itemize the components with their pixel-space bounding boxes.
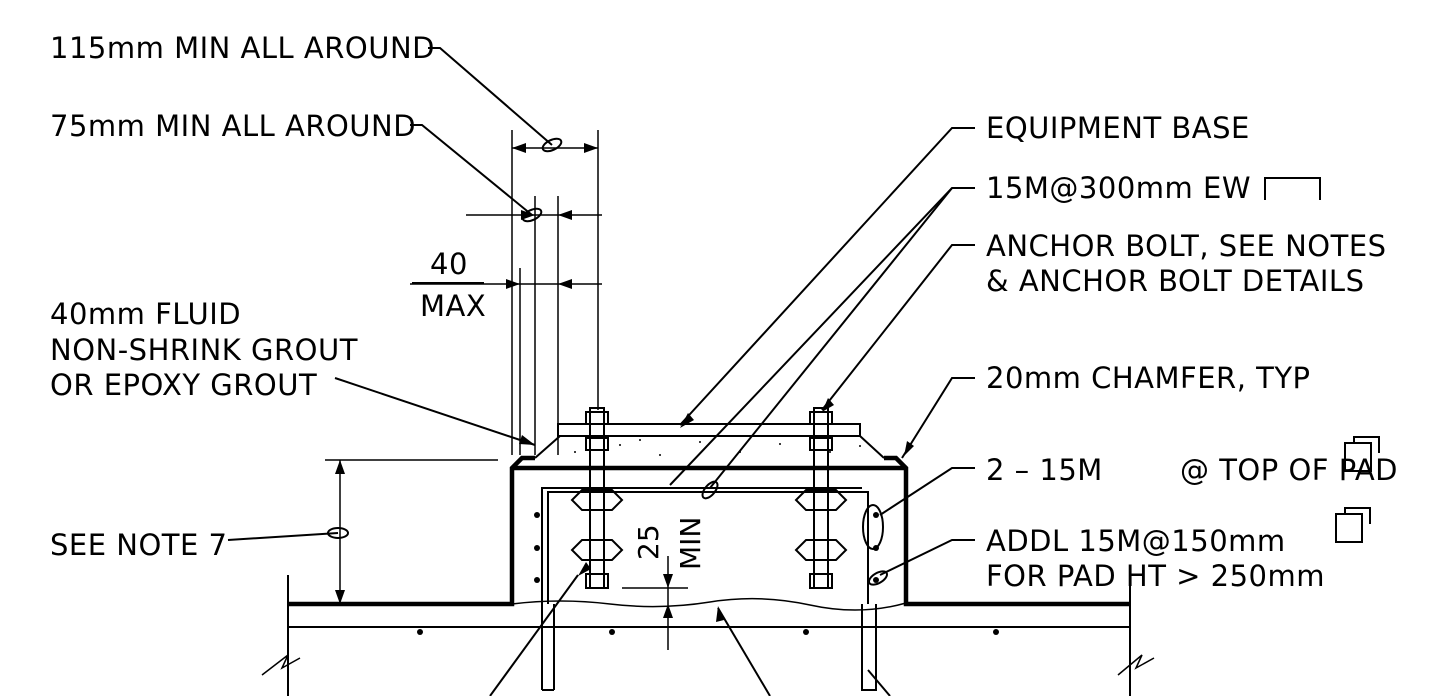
label-addl-2: FOR PAD HT > 250mm: [986, 559, 1326, 593]
label-grout-2: NON-SHRINK GROUT: [50, 333, 358, 367]
dim-40-divider: [412, 282, 484, 284]
dim-25-text: 25: [632, 524, 665, 560]
label-75mm-min: 75mm MIN ALL AROUND: [50, 109, 417, 143]
grout-and-base: [512, 423, 906, 471]
label-dim-max: MAX: [420, 289, 487, 323]
rebar-symbols: [1264, 177, 1380, 543]
label-top-pad-b: @ TOP OF PAD: [1180, 453, 1398, 487]
label-grout-1: 40mm FLUID: [50, 297, 242, 331]
anchor-bolt-right: [794, 407, 848, 589]
label-dim-40: 40: [430, 247, 468, 281]
leader-lines: [227, 47, 975, 696]
reinforcement: [534, 487, 879, 691]
label-see-note-7: SEE NOTE 7: [50, 528, 228, 562]
anchor-bolt-left: [570, 407, 624, 589]
dim-min-text: MIN: [674, 517, 707, 570]
label-anchor-bolt-1: ANCHOR BOLT, SEE NOTES: [986, 229, 1387, 263]
label-anchor-bolt-2: & ANCHOR BOLT DETAILS: [986, 264, 1365, 298]
dimension-lines: [325, 130, 688, 650]
label-rebar-ew: 15M@300mm EW: [986, 171, 1251, 205]
label-grout-3: OR EPOXY GROUT: [50, 368, 318, 402]
label-115mm-min: 115mm MIN ALL AROUND: [50, 31, 435, 65]
label-equipment-base: EQUIPMENT BASE: [986, 111, 1250, 145]
label-top-pad-a: 2 – 15M: [986, 453, 1103, 487]
label-addl-1: ADDL 15M@150mm: [986, 524, 1286, 558]
label-chamfer: 20mm CHAMFER, TYP: [986, 361, 1311, 395]
